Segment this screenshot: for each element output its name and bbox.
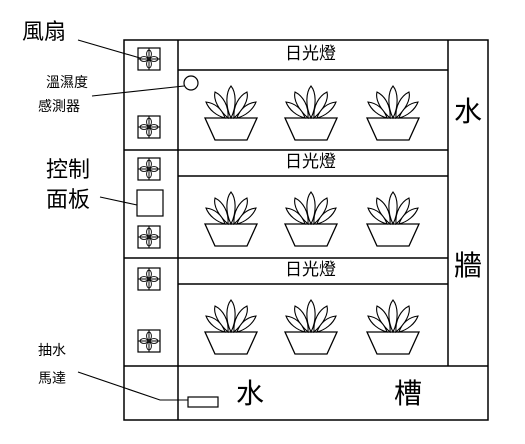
pump-motor-icon bbox=[187, 396, 219, 408]
sensor-label-line1: 溫濕度 bbox=[46, 75, 88, 91]
lamp-label-1: 日光燈 bbox=[285, 44, 336, 64]
fan-icon bbox=[137, 225, 161, 249]
plant-pot-icon bbox=[203, 191, 259, 247]
sensor-leader-line bbox=[91, 85, 185, 97]
plant-pot-icon bbox=[283, 299, 339, 355]
water-wall-label-bottom: 牆 bbox=[454, 249, 483, 282]
water-wall-label-top: 水 bbox=[454, 95, 483, 128]
control-panel-label-line1: 控制 bbox=[46, 158, 91, 183]
water-tank-label-left: 水 bbox=[236, 377, 265, 410]
fan-icon bbox=[137, 267, 161, 291]
plant-pot-icon bbox=[365, 299, 421, 355]
fan-label: 風扇 bbox=[22, 20, 67, 45]
fan-icon bbox=[137, 115, 161, 139]
plant-pot-icon bbox=[283, 191, 339, 247]
pump-leader-line bbox=[77, 371, 188, 401]
sensor-icon bbox=[183, 75, 199, 91]
rack-outer-frame bbox=[123, 39, 489, 421]
control-panel-box bbox=[136, 189, 164, 217]
control-leader-line bbox=[99, 196, 138, 206]
control-panel-label-line2: 面板 bbox=[46, 188, 91, 213]
pump-label-line2: 馬達 bbox=[38, 371, 66, 387]
plant-pot-icon bbox=[283, 85, 339, 141]
plant-pot-icon bbox=[365, 191, 421, 247]
lamp-label-3: 日光燈 bbox=[285, 260, 336, 280]
fan-icon bbox=[137, 157, 161, 181]
fan-icon bbox=[137, 47, 161, 71]
plant-pot-icon bbox=[365, 85, 421, 141]
pump-label-line1: 抽水 bbox=[38, 343, 66, 359]
fan-leader-line bbox=[77, 39, 141, 59]
plant-pot-icon bbox=[203, 299, 259, 355]
fan-icon bbox=[137, 329, 161, 353]
plant-pot-icon bbox=[203, 85, 259, 141]
lamp-label-2: 日光燈 bbox=[285, 152, 336, 172]
water-tank-label-right: 槽 bbox=[394, 377, 423, 410]
sensor-label-line2: 感測器 bbox=[38, 99, 80, 115]
